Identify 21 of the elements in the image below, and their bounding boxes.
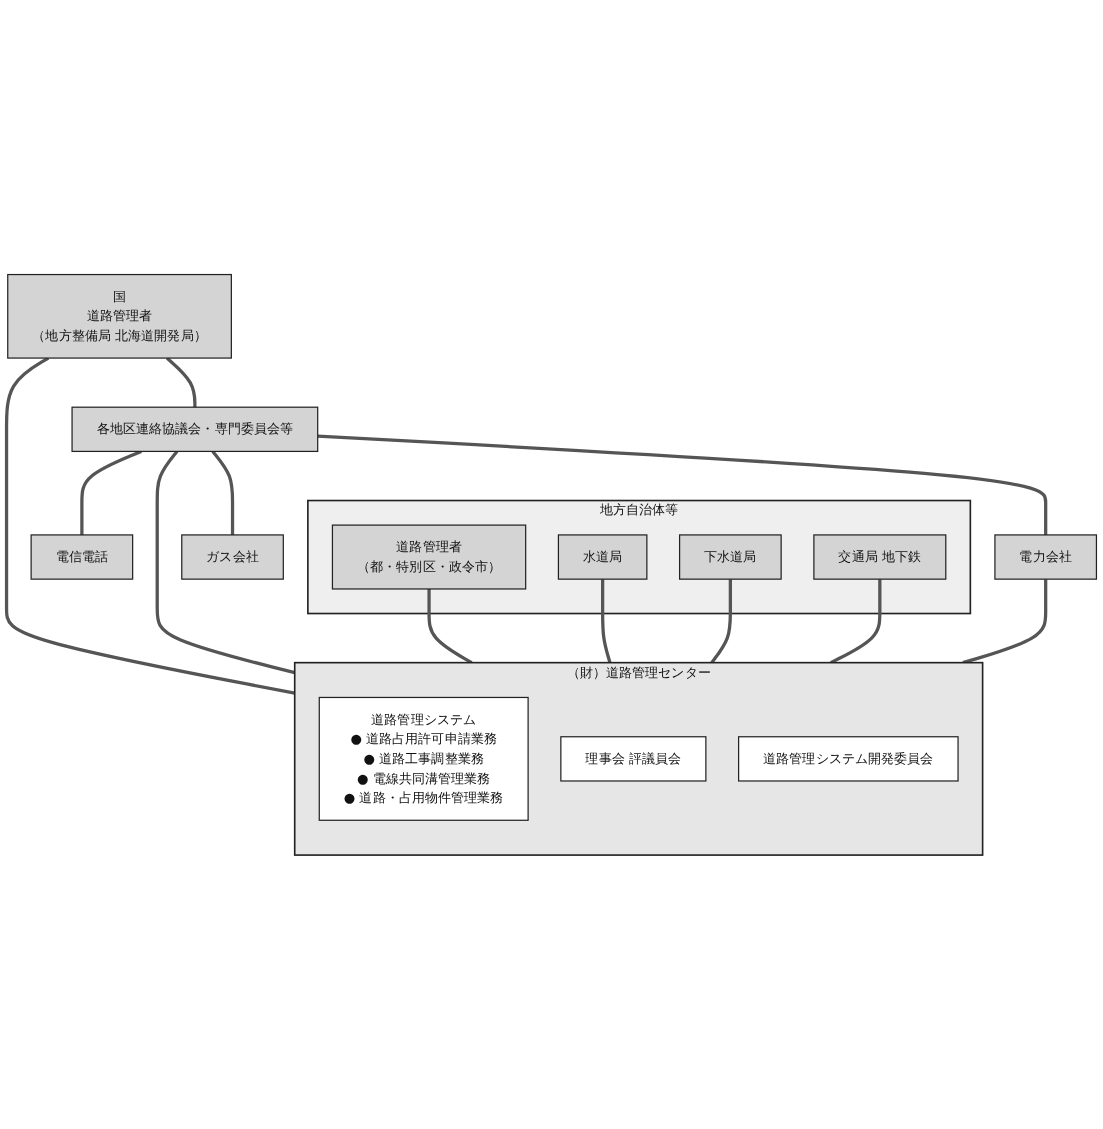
node-box: 電力会社 <box>994 534 1098 580</box>
node-box: 下水道局 <box>679 534 782 580</box>
node-box: 交通局 地下鉄 <box>813 534 947 580</box>
connector <box>4 356 295 695</box>
node-box: 国 道路管理者 （地方整備局 北海道開発局） <box>7 273 232 359</box>
node-box: 水道局 <box>557 534 648 580</box>
connector <box>601 578 612 663</box>
node-box: ガス会社 <box>181 534 284 580</box>
connector <box>830 578 882 664</box>
node-box: 道路管理システム ● 道路占用許可申請業務 ● 道路工事調整業務 ● 電線共同溝管理業務 ● 道路・占用物件管理業務 <box>318 696 529 821</box>
connector <box>962 578 1048 664</box>
connector <box>317 434 1048 535</box>
node-box: 電信電話 <box>30 534 134 580</box>
connector <box>165 356 197 407</box>
node-box: 各地区連絡協議会・専門委員会等 <box>71 406 319 452</box>
node-box: 道路管理システム開発委員会 <box>738 735 959 782</box>
connector <box>710 578 732 664</box>
node-box: 理事会 評議員会 <box>560 735 707 782</box>
connector <box>427 588 473 664</box>
node-box: 道路管理者 （都・特別区・政令市） <box>331 524 527 590</box>
connector <box>211 450 235 535</box>
